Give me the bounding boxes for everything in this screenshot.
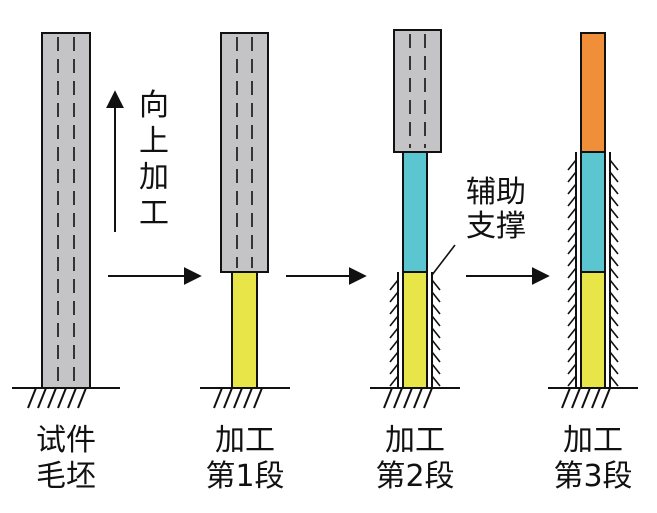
caption-line: 试件 [36,423,96,458]
caption-line: 第2段 [375,459,455,494]
ground-3 [548,387,638,409]
stage-2 [370,29,460,409]
stage-blank [12,32,120,409]
direction-char: 上 [139,124,169,159]
caption-line: 第3段 [553,459,633,494]
caption-line: 加工 [385,423,445,458]
ground-2 [370,387,460,409]
direction-label: 向 上 加 工 [134,88,174,232]
caption-line: 加工 [215,423,275,458]
segment-1-bar [402,271,428,389]
caption-line: 第1段 [205,459,285,494]
blank-bar [41,32,91,389]
segment-2-bar [580,151,606,273]
ground-1 [200,387,290,409]
segment-3-bar [580,32,606,153]
support-wall-right [609,152,619,388]
direction-char: 向 [139,88,169,123]
support-wall-left [389,272,399,388]
stage-1 [200,32,290,409]
support-wall-left [567,152,577,388]
stage-3 [548,32,638,409]
support-label-line: 支撑 [466,209,526,244]
blank-dash-lines [57,37,75,385]
segment-1-bar [580,271,606,389]
support-leader-line [431,244,456,276]
stage-caption-2: 加工 第2段 [360,423,470,495]
support-label-line: 辅助 [466,175,526,210]
blank-dash-lines [409,34,426,148]
support-wall-right [431,272,441,388]
caption-line: 毛坯 [36,459,96,494]
support-label: 辅助 支撑 [456,176,536,244]
blank-dash-lines [236,37,253,268]
ground-0 [12,387,120,409]
stage-caption-3: 加工 第3段 [538,423,648,495]
direction-char: 加 [139,160,169,195]
remaining-blank-bar [220,32,269,273]
stage-caption-1: 加工 第1段 [190,423,300,495]
direction-char: 工 [139,196,169,231]
segment-2-bar [402,151,428,273]
remaining-blank-bar [393,29,442,153]
segment-1-bar [231,271,258,389]
stage-caption-blank: 试件 毛坯 [16,423,116,495]
caption-line: 加工 [563,423,623,458]
